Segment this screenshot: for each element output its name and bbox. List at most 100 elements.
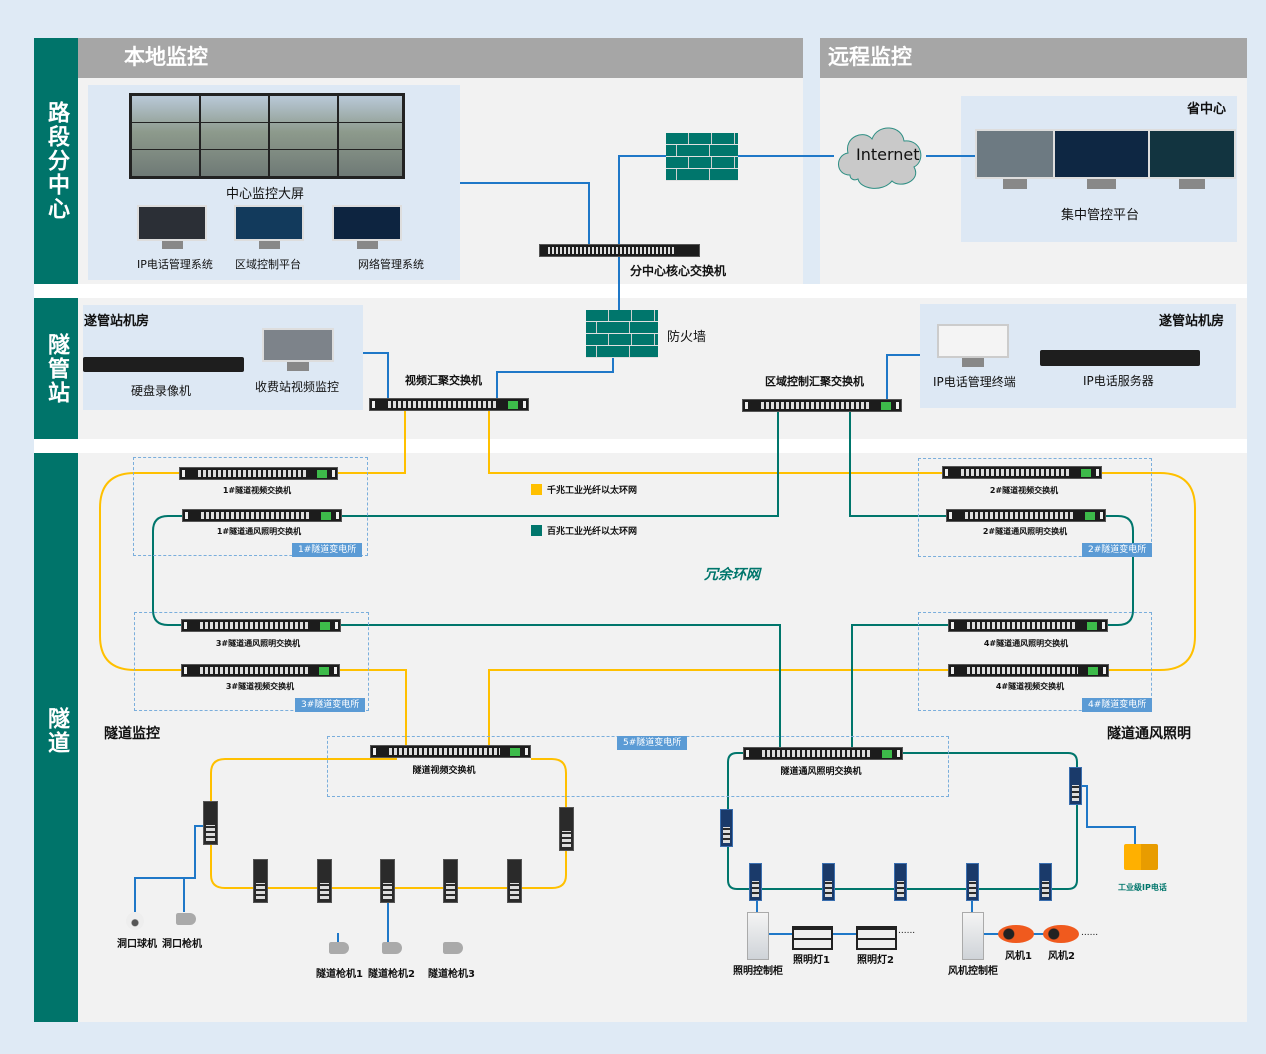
side-label-text: 隧道 [44,707,69,755]
tunnel-video-switch-1[interactable] [179,467,338,480]
phone-link [1077,785,1136,844]
ip-phone-terminal-label: IP电话管理终端 [933,375,1016,389]
left-gigabit-ring [99,472,181,671]
fan-cabinet-label: 风机控制柜 [948,966,998,977]
area-agg-switch-label: 区域控制汇聚交换机 [765,375,864,388]
field-switch[interactable] [1039,863,1052,901]
ip-phone-mgmt-monitor [137,205,207,250]
light-fixture-icon [856,926,897,950]
tunnel-light-switch-2[interactable] [946,509,1106,522]
tunnel-video-switch-4[interactable] [948,664,1109,677]
bullet-camera-icon [329,942,349,954]
area-agg-to-terminal-link [886,354,920,399]
wall-to-core-link [460,182,590,244]
tunnel-video-switch-2[interactable] [942,466,1102,479]
tunnel-bullet-label: 隧道枪机3 [428,969,475,980]
core-switch-label: 分中心核心交换机 [630,264,727,278]
core-switch[interactable] [539,244,700,257]
substation-1-box [133,457,368,556]
fan-icon [998,925,1034,943]
substation-4-tag: 4#隧道变电所 [1082,698,1153,712]
system-label: 网络管理系统 [358,258,424,271]
nvr-label: 硬盘录像机 [131,384,192,398]
video-agg-switch[interactable] [369,398,529,411]
dome-camera-icon [126,912,144,930]
fan-label: 风机1 [1005,951,1032,962]
toll-monitor [262,328,334,373]
field-switch[interactable] [317,859,332,903]
field-switch[interactable] [443,859,458,903]
substation-2-tag: 2#隧道变电所 [1082,543,1153,557]
industrial-phone-icon [1124,844,1158,870]
switch-label: 4#隧道视频交换机 [995,682,1065,691]
legend-fast-swatch [531,525,542,536]
nvr-device [83,357,244,372]
central-monitor-3 [1148,129,1236,191]
ip-phone-server-label: IP电话服务器 [1083,374,1154,388]
tunnel-light-switch-4[interactable] [948,619,1108,632]
video-agg-to-v2-link [488,411,942,474]
right-gigabit-ring [1102,472,1196,671]
bullet-camera-icon [382,942,402,954]
tunnel-light-main-switch[interactable] [743,747,903,760]
light-fixture-icon [792,926,833,950]
substation-5-tag: 5#隧道变电所 [617,736,688,750]
system-label: IP电话管理系统 [137,258,213,271]
video-agg-to-v1-link [338,411,406,474]
field-switch[interactable] [1069,767,1082,805]
switch-label: 3#隧道通风照明交换机 [215,639,301,648]
field-switch[interactable] [507,859,522,903]
video-agg-switch-label: 视频汇聚交换机 [405,374,482,387]
field-switch[interactable] [559,807,574,851]
light-label: 照明灯1 [793,955,830,966]
field-switch[interactable] [966,863,979,901]
core-to-firewall-link [618,155,666,244]
tunnel-light-switch-3[interactable] [181,619,341,632]
light-cabinet-label: 照明控制柜 [733,966,783,977]
area-agg-switch[interactable] [742,399,902,412]
light-cabinet-icon [747,912,769,960]
field-switch[interactable] [749,863,762,901]
field-switch[interactable] [894,863,907,901]
industrial-phone-label: 工业级IP电话 [1118,883,1167,892]
left-fast-ring [152,515,182,626]
ellipsis: ...... [898,926,916,936]
area-control-monitor [234,205,304,250]
substation-3-tag: 3#隧道变电所 [295,698,366,712]
field-switch[interactable] [253,859,268,903]
right-fast-ring [1106,515,1134,626]
tunnel-monitoring-title: 隧道监控 [104,726,160,742]
local-monitoring-header: 本地监控 [78,38,803,78]
bullet-camera-icon [176,913,196,925]
field-switch[interactable] [380,859,395,903]
legend-gigabit-label: 千兆工业光纤以太环网 [547,486,638,496]
legend-gigabit-swatch [531,484,542,495]
ip-phone-terminal [937,324,1009,369]
l4-to-tunnel-light-link [851,624,948,747]
side-label-tunnel: 隧道 [34,453,78,1022]
tunnel-video-switch-3[interactable] [181,664,340,677]
remote-monitoring-header: 远程监控 [820,38,1247,78]
switch-label: 1#隧道视频交换机 [222,486,292,495]
system-label: 区域控制平台 [235,258,301,271]
tunnel-light-switch-1[interactable] [182,509,342,522]
switch-label: 隧道通风照明交换机 [780,767,862,777]
tunnel-video-main-switch[interactable] [370,745,531,758]
fan-icon [1043,925,1079,943]
portal-dome-label: 洞口球机 [117,939,157,950]
video-wall [129,93,405,179]
field-switch[interactable] [203,801,218,845]
substation-2-box [918,458,1152,557]
internet-label: Internet [856,145,920,164]
firewall-label: 防火墙 [667,330,707,345]
right-room-title: 遂管站机房 [1159,314,1225,329]
field-switch[interactable] [822,863,835,901]
field-switch[interactable] [720,809,733,847]
central-monitor-2 [1053,129,1150,191]
switch-label: 1#隧道通风照明交换机 [216,527,302,536]
l3-to-tunnel-light-link [341,624,781,747]
switch-label: 3#隧道视频交换机 [225,682,295,691]
central-platform-label: 集中管控平台 [1061,208,1140,223]
fan-label: 风机2 [1048,951,1075,962]
